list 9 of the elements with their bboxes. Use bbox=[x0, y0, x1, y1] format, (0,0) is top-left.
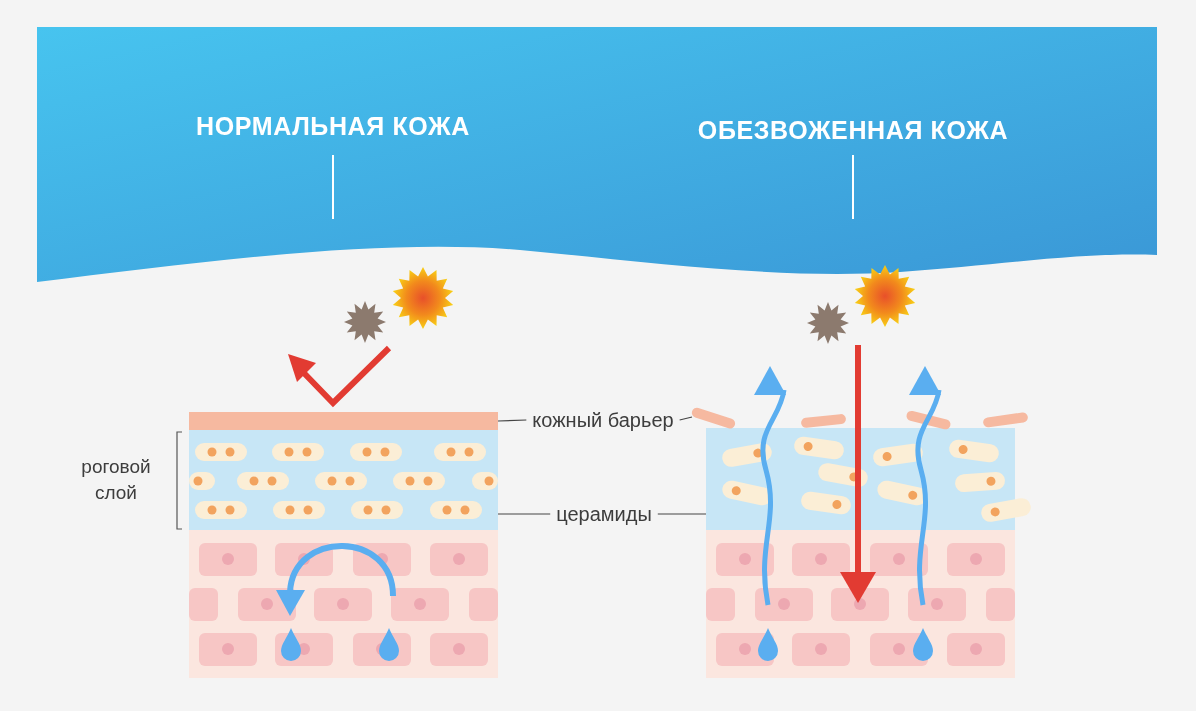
leader-line bbox=[497, 419, 527, 422]
layer-label: роговой слой bbox=[80, 455, 152, 505]
section-heading: ОБЕЗВОЖЕННАЯ КОЖА bbox=[697, 115, 1009, 147]
section-heading: НОРМАЛЬНАЯ КОЖА bbox=[196, 111, 470, 143]
callout-label: церамиды bbox=[556, 499, 652, 529]
callout-label: кожный барьер bbox=[532, 405, 674, 435]
leader-line bbox=[679, 416, 693, 421]
leader-line bbox=[497, 513, 551, 515]
leader-line bbox=[657, 513, 707, 515]
